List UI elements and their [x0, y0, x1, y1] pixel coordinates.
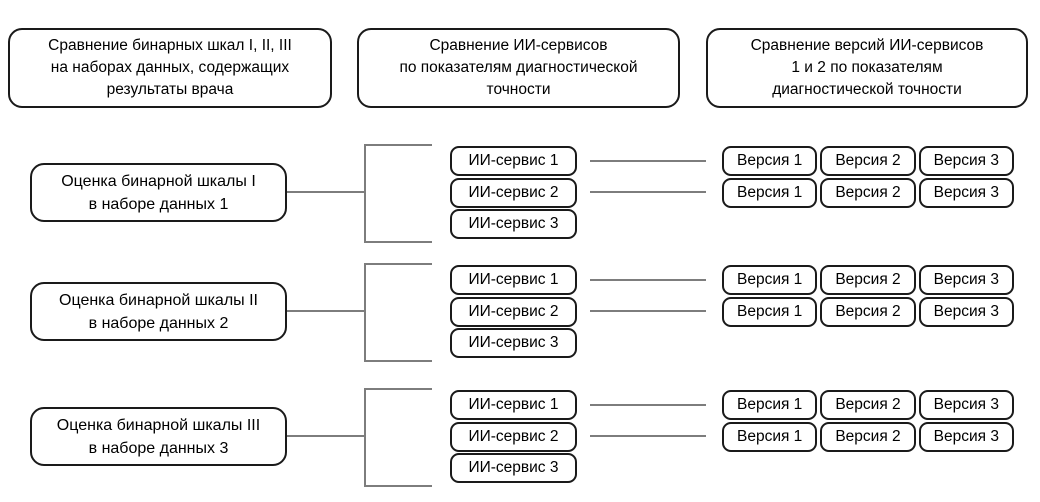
scale-evaluation-line: Оценка бинарной шкалы I: [61, 172, 256, 190]
version-box: Версия 3: [918, 146, 1014, 176]
bracket-arm-bottom: [364, 241, 432, 243]
scale-evaluation-line: Оценка бинарной шкалы II: [59, 291, 258, 309]
bracket-arm-top: [364, 388, 432, 390]
connector-to-versions: [590, 279, 706, 281]
connector-stem: [287, 310, 364, 312]
header-line: на наборах данных, содержащих: [50, 59, 290, 76]
bracket-vertical: [364, 263, 366, 362]
connector-stem: [287, 191, 364, 193]
scale-evaluation-line: в наборе данных 2: [88, 314, 229, 332]
version-box: Версия 2: [820, 421, 916, 452]
header-binary-scales: Сравнение бинарных шкал I, II, III на на…: [8, 28, 332, 108]
header-line: Сравнение ИИ-сервисов: [429, 37, 608, 54]
version-box: Версия 3: [918, 390, 1014, 420]
ai-service-box: ИИ-сервис 3: [450, 328, 577, 358]
header-line: результаты врача: [106, 81, 234, 98]
ai-service-box: ИИ-сервис 1: [450, 390, 577, 420]
version-row: Версия 1 Версия 2 Версия 3: [722, 146, 1014, 176]
version-box: Версия 3: [918, 265, 1014, 295]
bracket-arm-bottom: [364, 360, 432, 362]
version-row: Версия 1 Версия 2 Версия 3: [722, 390, 1014, 420]
group-dataset-2: Оценка бинарной шкалы II в наборе данных…: [0, 263, 1040, 364]
ai-service-box: ИИ-сервис 3: [450, 209, 577, 239]
version-row: Версия 1 Версия 2 Версия 3: [722, 265, 1014, 295]
version-box: Версия 3: [918, 177, 1014, 208]
header-line: по показателям диагностической: [399, 59, 638, 76]
connector-to-versions: [590, 435, 706, 437]
group-dataset-1: Оценка бинарной шкалы I в наборе данных …: [0, 144, 1040, 245]
version-row: Версия 1 Версия 2 Версия 3: [722, 421, 1014, 452]
header-line: точности: [486, 81, 551, 98]
bracket-vertical: [364, 388, 366, 487]
version-box: Версия 1: [722, 296, 818, 327]
version-box: Версия 3: [918, 421, 1014, 452]
version-box: Версия 2: [820, 296, 916, 327]
bracket-arm-bottom: [364, 485, 432, 487]
version-box: Версия 1: [722, 390, 818, 420]
group-dataset-3: Оценка бинарной шкалы III в наборе данны…: [0, 388, 1040, 489]
scale-evaluation-box: Оценка бинарной шкалы II в наборе данных…: [30, 282, 287, 341]
ai-service-box: ИИ-сервис 1: [450, 265, 577, 295]
version-box: Версия 1: [722, 146, 818, 176]
version-row: Версия 1 Версия 2 Версия 3: [722, 296, 1014, 327]
header-ai-services: Сравнение ИИ-сервисов по показателям диа…: [357, 28, 680, 108]
header-line: Сравнение версий ИИ-сервисов: [750, 37, 984, 54]
bracket-vertical: [364, 144, 366, 243]
scale-evaluation-box: Оценка бинарной шкалы I в наборе данных …: [30, 163, 287, 222]
ai-service-box: ИИ-сервис 3: [450, 453, 577, 483]
version-box: Версия 1: [722, 177, 818, 208]
bracket-arm-top: [364, 144, 432, 146]
version-row: Версия 1 Версия 2 Версия 3: [722, 177, 1014, 208]
connector-to-versions: [590, 191, 706, 193]
header-ai-service-versions: Сравнение версий ИИ-сервисов 1 и 2 по по…: [706, 28, 1028, 108]
scale-evaluation-line: в наборе данных 3: [88, 439, 229, 457]
header-line: 1 и 2 по показателям: [791, 59, 943, 76]
version-box: Версия 2: [820, 265, 916, 295]
version-box: Версия 1: [722, 421, 818, 452]
connector-stem: [287, 435, 364, 437]
bracket-arm-top: [364, 263, 432, 265]
ai-service-box: ИИ-сервис 2: [450, 296, 577, 327]
header-line: Сравнение бинарных шкал I, II, III: [48, 37, 292, 54]
connector-to-versions: [590, 160, 706, 162]
header-line: диагностической точности: [772, 81, 962, 98]
scale-evaluation-box: Оценка бинарной шкалы III в наборе данны…: [30, 407, 287, 466]
version-box: Версия 2: [820, 390, 916, 420]
version-box: Версия 1: [722, 265, 818, 295]
scale-evaluation-line: в наборе данных 1: [88, 195, 229, 213]
version-box: Версия 2: [820, 146, 916, 176]
version-box: Версия 3: [918, 296, 1014, 327]
connector-to-versions: [590, 310, 706, 312]
version-box: Версия 2: [820, 177, 916, 208]
scale-evaluation-line: Оценка бинарной шкалы III: [56, 416, 261, 434]
connector-to-versions: [590, 404, 706, 406]
ai-service-box: ИИ-сервис 2: [450, 421, 577, 452]
ai-service-box: ИИ-сервис 2: [450, 177, 577, 208]
ai-service-box: ИИ-сервис 1: [450, 146, 577, 176]
